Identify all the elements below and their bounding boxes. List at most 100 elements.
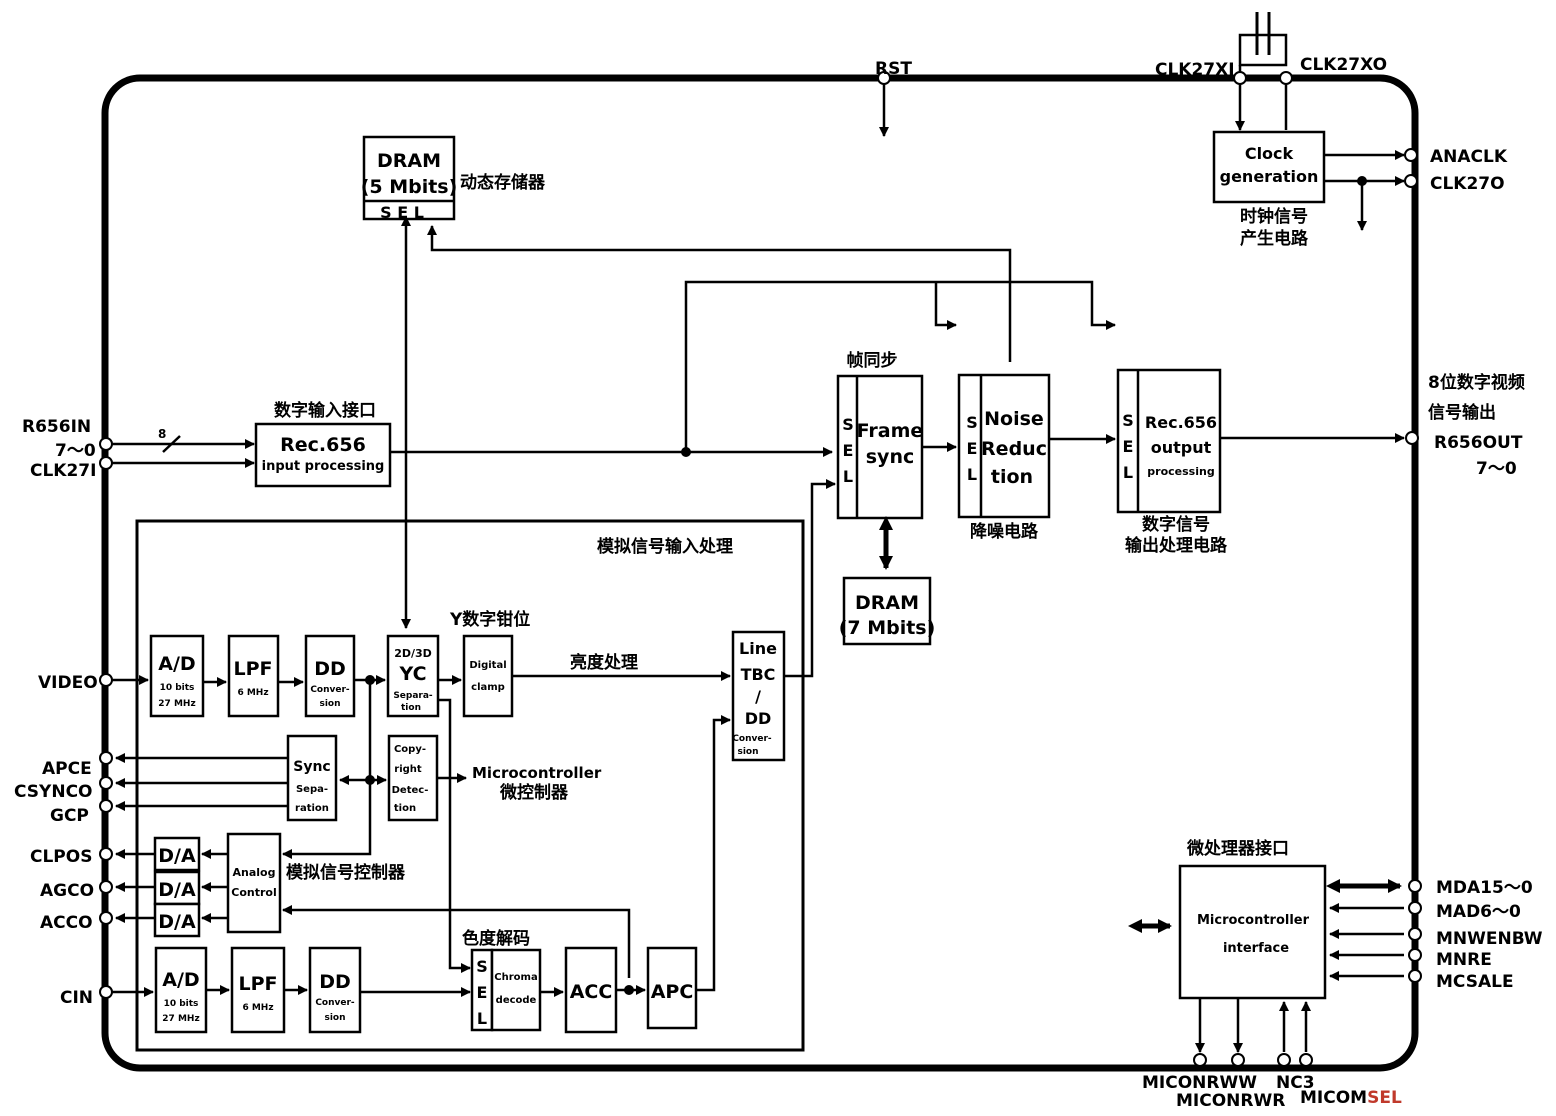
svg-text:Sync: Sync [293,759,330,775]
svg-text:interface: interface [1223,941,1289,956]
pin-nc3: NC3 [1276,1073,1315,1093]
svg-text:sion: sion [737,747,758,757]
analog-section [135,519,805,1052]
svg-text:6 MHz: 6 MHz [237,688,268,698]
svg-text:10 bits: 10 bits [164,999,199,1009]
svg-text:模拟信号输入处理: 模拟信号输入处理 [597,536,733,557]
svg-text:D/A: D/A [158,911,196,933]
svg-text:/: / [755,687,761,706]
svg-text:微控制器: 微控制器 [499,782,569,803]
svg-text:clamp: clamp [471,682,505,693]
line-tbc-block [731,630,786,762]
svg-text:tion: tion [401,703,421,713]
svg-text:processing: processing [1147,465,1214,478]
svg-text:色度解码: 色度解码 [462,928,530,949]
svg-text:D/A: D/A [158,845,196,867]
svg-text:right: right [394,764,422,775]
pin-mnre: MNRE [1436,950,1492,970]
svg-text:数字信号: 数字信号 [1142,514,1210,535]
pin-clk27xo: CLK27XO [1300,55,1387,75]
pin-mcsale: MCSALE [1436,972,1514,992]
svg-text:E: E [1123,437,1134,456]
svg-text:2D/3D: 2D/3D [394,647,432,660]
svg-text:(5 Mbits): (5 Mbits) [361,176,458,198]
svg-text:L: L [843,467,853,486]
svg-text:LPF: LPF [233,658,272,680]
pin-clpos: CLPOS [30,847,92,867]
pin-miconrww: MICONRWW [1142,1073,1257,1093]
pin-miconrwr: MICONRWR [1176,1091,1285,1111]
pin-acco: ACCO [40,913,93,933]
svg-text:S: S [476,957,488,976]
svg-text:Conver-: Conver- [315,998,355,1008]
svg-text:8: 8 [158,427,166,441]
svg-text:7～0: 7～0 [55,441,96,461]
ad-converter-2 [154,946,208,1034]
svg-text:Chroma: Chroma [494,972,537,983]
pin-r656in: R656IN [22,417,91,437]
svg-text:Analog: Analog [233,866,276,879]
svg-text:Separa-: Separa- [393,691,433,701]
svg-text:数字输入接口: 数字输入接口 [274,400,376,421]
chip-outline [101,74,1419,1072]
copyright-detection-block [387,734,439,822]
digital-clamp-block [462,634,514,718]
svg-text:sion: sion [324,1013,345,1023]
da-converter-2 [153,870,201,906]
crystal-icon [1238,12,1288,67]
svg-text:sion: sion [319,699,340,709]
dd-conversion-1 [304,634,356,718]
svg-text:7～0: 7～0 [1476,459,1517,479]
svg-text:DD: DD [319,971,351,993]
svg-text:Rec.656: Rec.656 [280,434,366,456]
svg-text:输出处理电路: 输出处理电路 [1125,535,1228,556]
svg-text:DD: DD [745,709,772,728]
svg-text:Conver-: Conver- [732,734,772,744]
svg-text:ACC: ACC [570,981,613,1003]
pin-r656out: R656OUT [1434,433,1523,453]
svg-text:Line: Line [739,639,777,658]
svg-text:S: S [966,413,978,432]
svg-text:E: E [477,983,488,1002]
rec656-output-block [1116,368,1222,514]
luma-label: 亮度处理 [570,652,638,673]
pin-rst: RST [875,59,912,79]
svg-text:TBC: TBC [741,665,776,684]
svg-text:L: L [967,465,977,484]
svg-text:Control: Control [231,886,276,899]
svg-text:帧同步: 帧同步 [847,350,898,371]
pin-clk27o: CLK27O [1430,174,1505,194]
svg-text:信号输出: 信号输出 [1428,402,1496,423]
pin-mnwenbw: MNWENBW [1436,929,1543,949]
svg-text:YC: YC [398,663,426,685]
lpf-1 [227,634,280,718]
pin-cin: CIN [60,988,93,1008]
svg-text:ration: ration [295,803,329,814]
svg-text:Noise: Noise [984,408,1044,430]
yc-separation-block [386,634,440,718]
pin-agco: AGCO [40,881,94,901]
svg-text:D/A: D/A [158,879,196,901]
pin-mda: MDA15～0 [1436,878,1533,898]
svg-text:APC: APC [651,981,694,1003]
svg-text:DD: DD [314,658,346,680]
pin-micomsel: MICOMSEL [1300,1088,1402,1108]
svg-text:Y数字钳位: Y数字钳位 [449,609,530,630]
svg-text:(7 Mbits): (7 Mbits) [839,617,936,639]
svg-text:LPF: LPF [238,973,277,995]
svg-text:微处理器接口: 微处理器接口 [1186,838,1289,859]
svg-text:tion: tion [394,803,416,814]
pin-csynco: CSYNCO [14,782,93,802]
svg-text:Copy-: Copy- [394,744,426,755]
ad-converter-1 [149,634,205,718]
rec656-input-block [254,422,392,488]
pin-anaclk: ANACLK [1430,147,1508,167]
svg-text:E: E [843,441,854,460]
svg-text:L: L [1123,463,1133,482]
svg-text:8位数字视频: 8位数字视频 [1428,372,1525,393]
svg-text:Conver-: Conver- [310,685,350,695]
noise-reduction-block [957,373,1051,519]
svg-text:generation: generation [1220,167,1319,186]
svg-text:S E L: S E L [380,203,424,222]
